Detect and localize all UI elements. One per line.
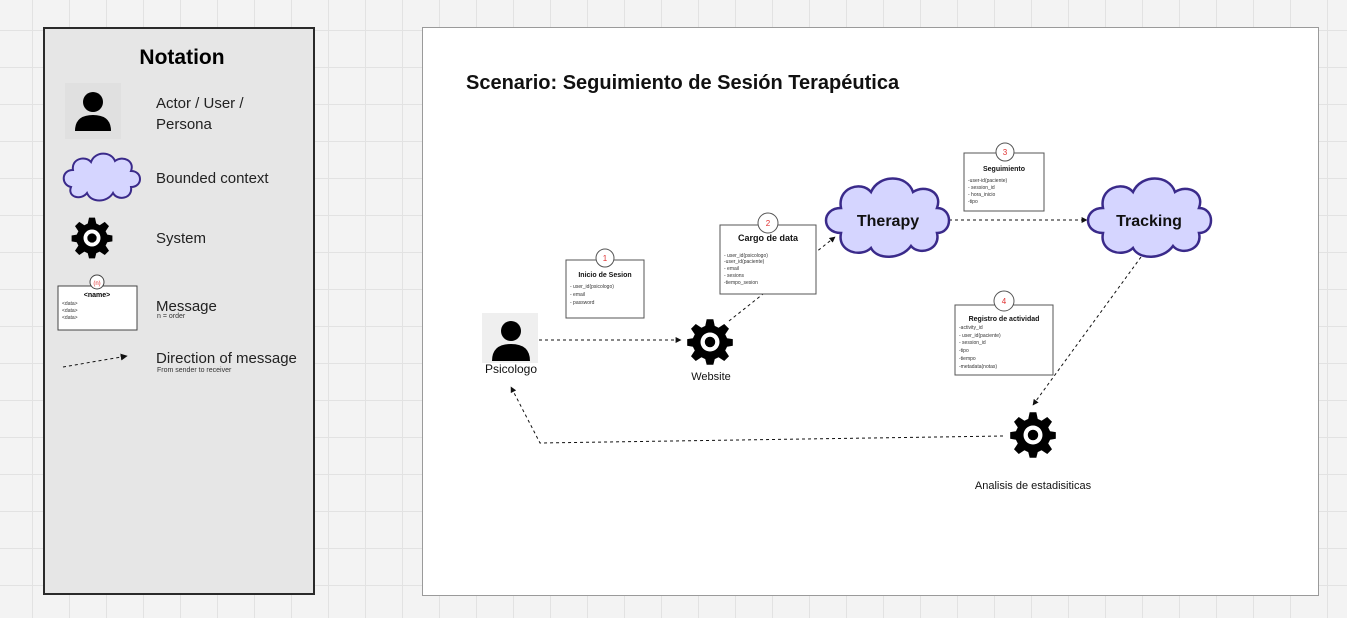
message-sample-name: <name> [84, 292, 110, 299]
message-field: - user_id(paciente) [959, 333, 1001, 339]
message-number: 3 [1003, 148, 1008, 157]
scenario-canvas: Scenario: Seguimiento de Sesión Terapéut… [422, 27, 1319, 596]
message-field: - session_id [959, 340, 986, 346]
message-title: Seguimiento [983, 166, 1025, 173]
message-field: - password [570, 300, 595, 306]
message-field: -tipo [959, 348, 969, 354]
gear-icon [71, 217, 113, 259]
message-card-1: 1 Inicio de Sesion - user_id(psicologo) … [565, 248, 645, 319]
system-analisis-label: Analisis de estadisiticas [975, 480, 1092, 492]
dashed-arrow-icon [62, 353, 128, 368]
direction-label: Direction of message [156, 350, 297, 367]
message-title: Inicio de Sesion [578, 272, 631, 279]
message-number: 4 [1002, 297, 1007, 306]
flow-tracking-to-analisis [1032, 256, 1142, 406]
gear-icon [1010, 412, 1056, 458]
message-number: 1 [603, 254, 608, 263]
actor-label-line1: Actor / User / [156, 95, 244, 112]
cloud-icon [1086, 177, 1213, 258]
message-number: 2 [766, 219, 771, 228]
person-icon [492, 321, 530, 361]
context-tracking-label: Tracking [1116, 213, 1182, 230]
cloud-icon [824, 177, 951, 258]
message-field: -tiempo [959, 356, 976, 362]
notation-title: Notation [139, 46, 224, 69]
message-label: Message [156, 298, 217, 315]
message-card-3: 3 Seguimiento -user-id(paciente) - sessi… [963, 142, 1045, 212]
message-sample-number: (n) [93, 281, 100, 287]
message-field: -tipo [968, 199, 978, 205]
scenario-svg: Scenario: Seguimiento de Sesión Terapéut… [466, 72, 1213, 492]
message-card-2: 2 Cargo de data - user_id(psicologo) -us… [719, 212, 817, 295]
message-field: - session_id [968, 185, 995, 191]
message-sample-card: (n) <name> <data> <data> <data> [57, 274, 138, 331]
message-field: - email [724, 266, 739, 272]
context-tracking: Tracking [1086, 177, 1213, 258]
context-therapy: Therapy [824, 177, 951, 258]
flow-analisis-to-psicologo [510, 386, 1004, 444]
person-icon [75, 92, 111, 131]
actor-label-line2: Persona [156, 116, 213, 133]
notation-panel: Notation Actor / User / Persona Bounded … [43, 27, 315, 595]
message-field: - hora_inicio [968, 192, 995, 198]
actor-psicologo: Psicologo [482, 313, 538, 376]
message-card-4: 4 Registro de actividad -activity_id - u… [954, 290, 1054, 376]
message-field: -tiempo_sesion [724, 280, 758, 286]
context-therapy-label: Therapy [857, 213, 919, 230]
system-label: System [156, 230, 206, 247]
bounded-context-label: Bounded context [156, 170, 269, 187]
message-title: Registro de actividad [969, 316, 1040, 323]
gear-icon [687, 319, 733, 365]
message-field: - user_id(psicologo) [724, 253, 768, 259]
message-field: - user_id(psicologo) [570, 284, 614, 290]
message-field: -user_id(paciente) [724, 259, 765, 265]
message-hint: n = order [157, 313, 186, 320]
message-title: Cargo de data [738, 233, 799, 243]
message-field: -metadata(notas) [959, 364, 997, 370]
message-sample-field: <data> [62, 308, 78, 314]
message-sample-field: <data> [62, 315, 78, 321]
system-website-label: Website [691, 371, 731, 383]
system-website: Website [687, 319, 733, 383]
direction-hint: From sender to receiver [157, 367, 232, 374]
message-field: -user-id(paciente) [968, 178, 1008, 184]
message-sample-field: <data> [62, 301, 78, 307]
scenario-title: Scenario: Seguimiento de Sesión Terapéut… [466, 72, 900, 94]
message-field: -activity_id [959, 325, 983, 331]
notation-svg: Notation Actor / User / Persona Bounded … [57, 46, 297, 374]
cloud-icon [62, 152, 141, 202]
actor-psicologo-label: Psicologo [485, 362, 537, 376]
message-field: - sesions [724, 273, 745, 279]
message-field: - email [570, 292, 585, 298]
system-analisis: Analisis de estadisiticas [975, 412, 1092, 492]
